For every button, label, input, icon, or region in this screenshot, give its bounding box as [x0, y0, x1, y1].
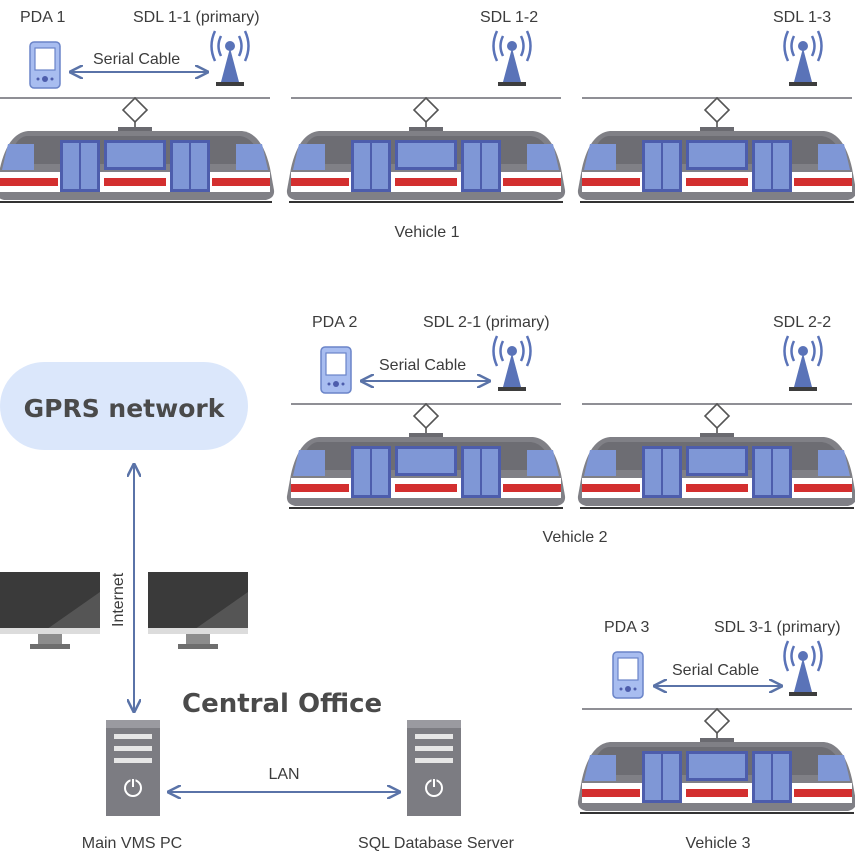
- serial-cable-1-label: Serial Cable: [93, 51, 180, 68]
- server-icon: [407, 720, 461, 816]
- monitor-icon: [148, 572, 248, 649]
- vehicle-1: PDA 1 SDL 1-1 (primary) Serial Cable SDL…: [0, 9, 855, 241]
- pda-icon: [320, 346, 352, 394]
- sdl-1-1-label: SDL 1-1 (primary): [133, 9, 260, 26]
- serial-cable-2-label: Serial Cable: [379, 357, 466, 374]
- internet-label: Internet: [110, 572, 127, 627]
- pda-2-label: PDA 2: [312, 314, 357, 331]
- sql-database-server-label: SQL Database Server: [358, 835, 515, 852]
- pda-3-label: PDA 3: [604, 619, 649, 636]
- antenna-icon: [783, 29, 823, 88]
- sdl-2-2-label: SDL 2-2: [773, 314, 831, 331]
- sdl-1-3-label: SDL 1-3: [773, 9, 831, 26]
- pda-icon: [29, 41, 61, 89]
- sdl-2-1-label: SDL 2-1 (primary): [423, 314, 550, 331]
- tram-icon: [0, 97, 276, 203]
- antenna-icon: [783, 639, 823, 698]
- pda-1-label: PDA 1: [20, 9, 65, 26]
- gprs-network-label: GPRS network: [24, 394, 226, 423]
- vehicle-3: PDA 3 SDL 3-1 (primary) Serial Cable Veh…: [576, 619, 855, 852]
- cloud-icon: [0, 362, 248, 450]
- lan-label: LAN: [268, 766, 299, 783]
- sdl-1-2-label: SDL 1-2: [480, 9, 538, 26]
- sdl-3-1-label: SDL 3-1 (primary): [714, 619, 841, 636]
- tram-icon: [576, 97, 855, 203]
- tram-icon: [285, 403, 567, 509]
- vehicle-2-label: Vehicle 2: [543, 529, 608, 546]
- antenna-icon: [492, 334, 532, 393]
- central-office-label: Central Office: [182, 689, 382, 719]
- serial-cable-3-label: Serial Cable: [672, 662, 759, 679]
- vehicle-1-label: Vehicle 1: [395, 224, 460, 241]
- server-icon: [106, 720, 160, 816]
- tram-icon: [576, 403, 855, 509]
- tram-icon: [576, 708, 855, 814]
- antenna-icon: [492, 29, 532, 88]
- main-vms-pc-label: Main VMS PC: [82, 835, 182, 852]
- gprs-network: GPRS network: [0, 362, 248, 450]
- vehicle-3-label: Vehicle 3: [686, 835, 751, 852]
- vehicle-2: PDA 2 SDL 2-1 (primary) Serial Cable SDL…: [285, 314, 855, 546]
- monitor-icon: [0, 572, 100, 649]
- pda-icon: [612, 651, 644, 699]
- antenna-icon: [783, 334, 823, 393]
- central-office: Central Office LAN Main VMS PC SQL Datab…: [0, 572, 515, 852]
- antenna-icon: [210, 29, 250, 88]
- tram-icon: [285, 97, 567, 203]
